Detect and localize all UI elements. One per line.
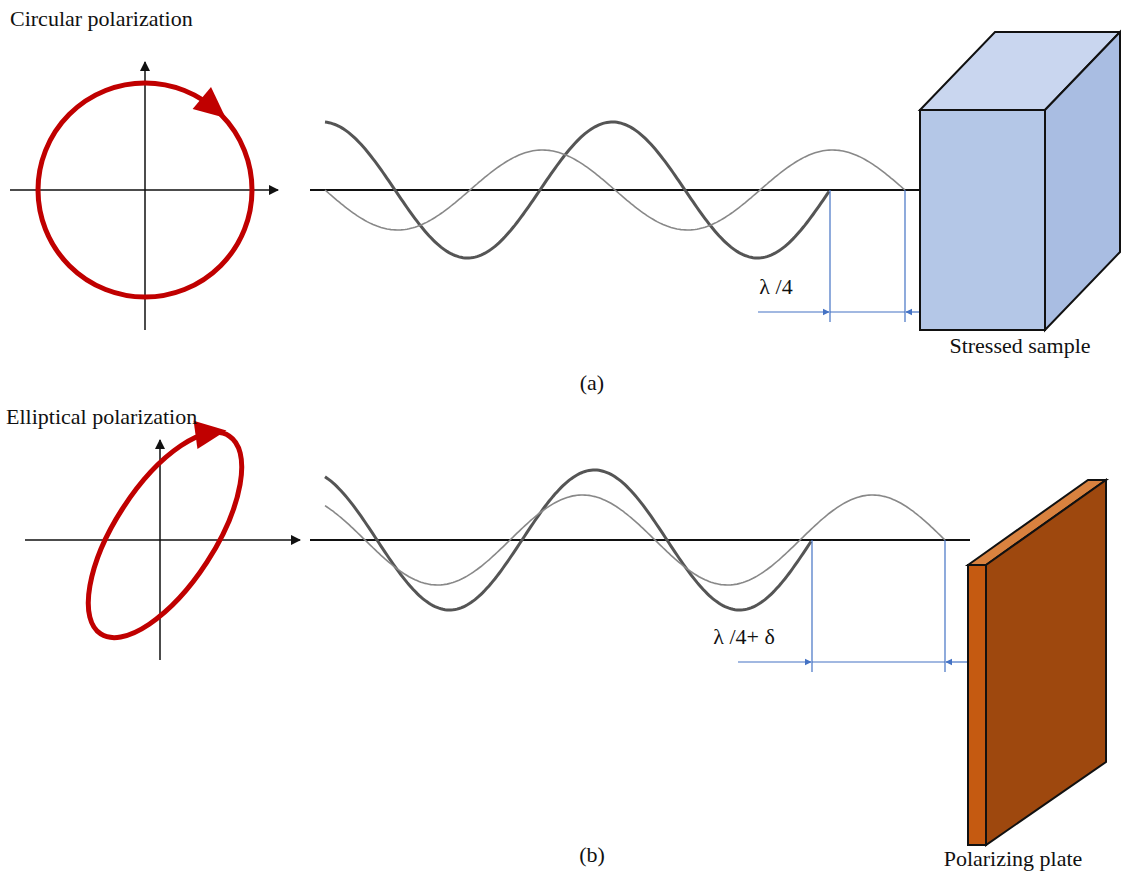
panel-title: Elliptical polarization xyxy=(6,404,197,429)
wave xyxy=(325,495,945,585)
dimension-label: λ /4 xyxy=(759,274,792,299)
node-label: Polarizing plate xyxy=(944,846,1083,871)
wave xyxy=(325,470,811,610)
polarization-circle xyxy=(38,83,252,297)
sample-side xyxy=(1045,32,1120,330)
rotation-arrow xyxy=(194,421,227,449)
polarization-ellipse xyxy=(59,409,271,661)
plate-edge xyxy=(968,565,986,845)
dimension-line xyxy=(829,190,830,322)
dimension-line xyxy=(944,540,945,672)
axis xyxy=(144,62,146,330)
stressed-sample: Stressed sample xyxy=(920,30,1120,330)
wave xyxy=(325,150,905,230)
dimension-line xyxy=(904,190,905,322)
dimension-arrow xyxy=(758,311,829,312)
dimension-arrow xyxy=(738,661,811,662)
axis xyxy=(25,539,300,541)
dimension-label: λ /4+ δ xyxy=(713,624,775,649)
dimension-line xyxy=(812,661,945,662)
panel-tag: (a) xyxy=(580,370,604,395)
node-label: Stressed sample xyxy=(949,333,1090,358)
rotation-arrow xyxy=(193,87,226,118)
dimension-line xyxy=(811,540,812,672)
axis xyxy=(159,440,161,660)
panel-tag: (b) xyxy=(579,842,605,867)
plate-face xyxy=(986,480,1106,845)
panel-title: Circular polarization xyxy=(10,6,193,31)
polarizing-plate: Polarizing plate xyxy=(968,480,1106,845)
dimension-line xyxy=(830,311,905,312)
sample-front xyxy=(920,110,1045,330)
wave xyxy=(325,122,829,258)
propagation-axis xyxy=(310,539,970,541)
axis xyxy=(10,189,278,191)
